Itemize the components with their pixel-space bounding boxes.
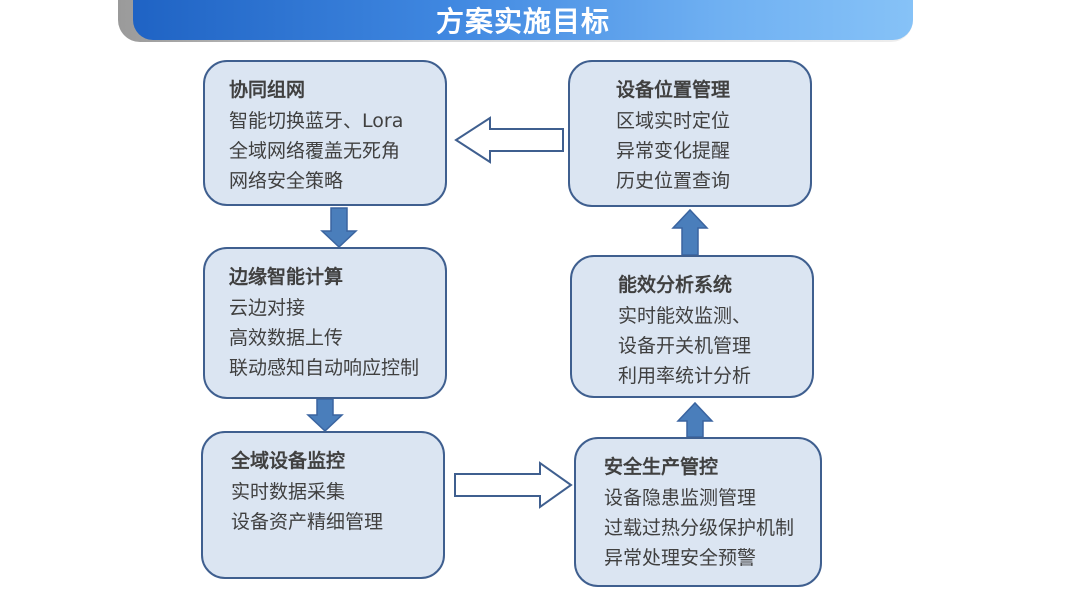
box-edge-computing: 边缘智能计算 云边对接 高效数据上传 联动感知自动响应控制: [203, 247, 447, 399]
box-line: 设备资产精细管理: [231, 511, 384, 533]
box-line: 利用率统计分析: [618, 365, 752, 387]
page-title: 方案实施目标: [435, 5, 610, 38]
box-line: 高效数据上传: [229, 327, 344, 349]
box-line: 智能切换蓝牙、Lora: [229, 110, 404, 132]
box-energy-analysis: 能效分析系统 实时能效监测、 设备开关机管理 利用率统计分析: [570, 255, 814, 398]
box-line: 云边对接: [229, 297, 306, 319]
box-heading: 边缘智能计算: [229, 266, 344, 288]
box-line: 历史位置查询: [616, 170, 731, 192]
box-heading: 全域设备监控: [231, 450, 346, 472]
box-line: 联动感知自动响应控制: [229, 357, 420, 379]
arrow-left-hollow: [454, 116, 564, 164]
box-heading: 设备位置管理: [616, 79, 731, 101]
box-line: 实时数据采集: [231, 481, 346, 503]
arrow-down-1: [320, 207, 358, 249]
title-banner: 方案实施目标: [133, 0, 913, 40]
arrow-right-hollow: [454, 461, 573, 509]
box-line: 全域网络覆盖无死角: [229, 140, 401, 162]
box-line: 设备开关机管理: [618, 335, 752, 357]
arrow-up-2: [671, 208, 709, 256]
box-line: 设备隐患监测管理: [604, 487, 757, 509]
box-collaborative-networking: 协同组网 智能切换蓝牙、Lora 全域网络覆盖无死角 网络安全策略: [203, 60, 447, 206]
arrow-down-2: [306, 398, 344, 433]
box-heading: 能效分析系统: [618, 274, 733, 296]
box-line: 异常变化提醒: [616, 140, 731, 162]
box-heading: 协同组网: [229, 79, 306, 101]
box-line: 异常处理安全预警: [604, 547, 757, 569]
box-location-management: 设备位置管理 区域实时定位 异常变化提醒 历史位置查询: [568, 60, 812, 207]
box-line: 实时能效监测、: [618, 305, 752, 327]
box-line: 过载过热分级保护机制: [604, 517, 795, 539]
arrow-up-1: [676, 401, 714, 438]
box-heading: 安全生产管控: [604, 456, 719, 478]
box-line: 区域实时定位: [616, 110, 731, 132]
box-line: 网络安全策略: [229, 170, 344, 192]
box-device-monitoring: 全域设备监控 实时数据采集 设备资产精细管理: [201, 431, 445, 579]
box-safety-control: 安全生产管控 设备隐患监测管理 过载过热分级保护机制 异常处理安全预警: [574, 437, 822, 587]
